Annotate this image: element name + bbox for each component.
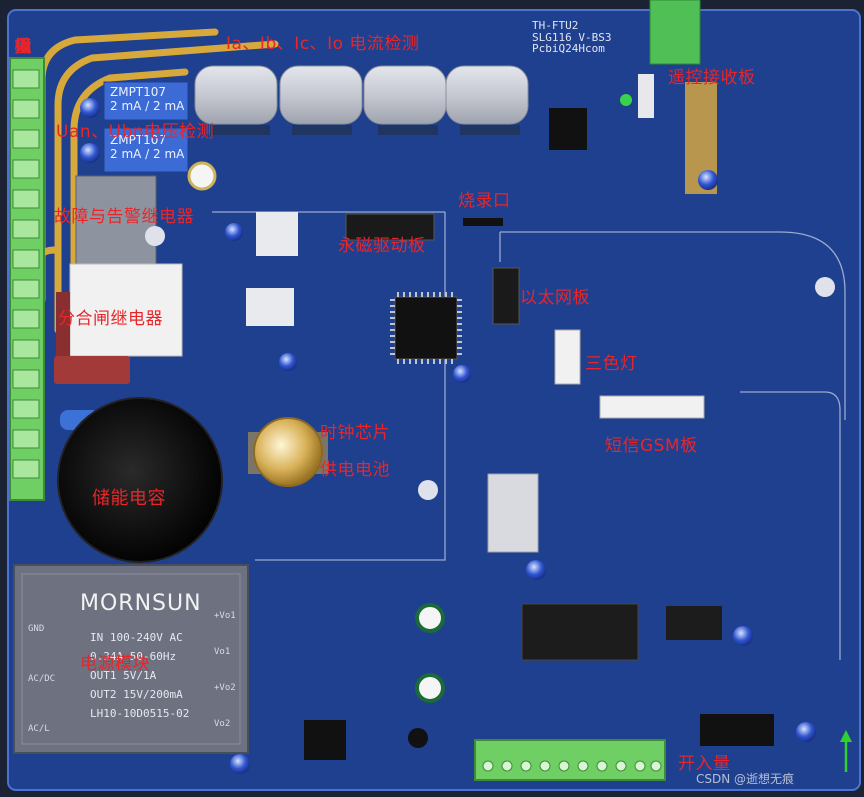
label-current-detect: Ia、Ib、Ic、Io 电流检测 (226, 34, 420, 54)
pin-label: Vo1 (214, 647, 231, 657)
mornsun-spec-line: LH10-10D0515-02 (90, 707, 190, 720)
ics (246, 108, 774, 760)
label-power-module: 电源模块 (80, 654, 150, 674)
label-program-port: 烧录口 (458, 191, 511, 211)
pin-label: +Vo2 (214, 683, 236, 693)
board-title-line: PcbiQ24Hcom (532, 42, 605, 56)
board-outline (7, 9, 861, 791)
relays (54, 175, 183, 384)
mornsun-spec-line: 0.34A 50-60Hz (90, 650, 177, 663)
label-voltage-detect: Uan、Ubn电压检测 (56, 122, 215, 142)
coin-cell (248, 417, 328, 487)
headers (345, 0, 717, 419)
green-arrow (840, 730, 852, 772)
label-fault-alarm-relay: 故障与告警继电器 (54, 207, 194, 227)
pin-label: AC/L (28, 724, 50, 734)
voltage-transformers (103, 81, 189, 173)
label-switch-input: 开入量 (678, 754, 731, 774)
power-module (13, 564, 249, 754)
label-remote-receiver: 遥控接收板 (668, 68, 756, 88)
pin-label: +Vo1 (214, 611, 236, 621)
analog-input-char: 模 (14, 37, 32, 57)
label-ethernet-board: 以太网板 (520, 288, 590, 308)
mornsun-pins-left: GND AC/DC AC/L (28, 604, 55, 754)
mornsun-spec-line: IN 100-240V AC (90, 631, 183, 644)
watermark: CSDN @逝想无痕 (696, 772, 795, 786)
mornsun-specs: IN 100-240V AC 0.34A 50-60Hz OUT1 5V/1A … (90, 628, 189, 723)
board-title-line: TH-FTU2 (532, 19, 579, 32)
mornsun-pins-right: +Vo1 Vo1 +Vo2 Vo2 (214, 598, 236, 742)
analog-input-terminal (9, 57, 45, 501)
board-title: TH-FTU2 SLG116 V-BS3 PcbiQ24Hcom (532, 20, 611, 55)
current-transformers (194, 65, 529, 135)
analog-input-char: 输 (14, 37, 32, 57)
label-sms-gsm-board: 短信GSM板 (605, 436, 698, 456)
zmpt-model: ZMPT107 (110, 85, 167, 99)
zmpt-label-1: ZMPT107 2 mA / 2 mA (110, 85, 185, 114)
zmpt-model: ZMPT107 (110, 133, 167, 147)
label-open-close-relay: 分合闸继电器 (58, 309, 163, 329)
mornsun-spec-line: OUT1 5V/1A (90, 669, 157, 682)
label-battery: 供电电池 (320, 460, 390, 480)
pin-label: GND (28, 624, 45, 634)
analog-input-char: 入 (14, 37, 32, 57)
pin-label: Vo2 (214, 719, 231, 729)
storage-capacitor (57, 397, 223, 563)
small-capacitors (80, 94, 835, 774)
analog-input-char: 拟 (14, 37, 32, 57)
label-tricolor-light: 三色灯 (585, 354, 638, 374)
zmpt-rating: 2 mA / 2 mA (110, 146, 185, 161)
label-clock-chip: 时钟芯片 (320, 423, 390, 443)
analog-input-char: 量 (14, 37, 32, 57)
pin-label: AC/DC (28, 674, 56, 684)
label-storage-capacitor: 储能电容 (92, 488, 166, 509)
board-title-line: SLG116 V-BS3 (532, 30, 612, 44)
mornsun-spec-line: OUT2 15V/200mA (90, 688, 183, 701)
zmpt-label-2: ZMPT107 2 mA / 2 mA (110, 133, 185, 162)
zmpt-rating: 2 mA / 2 mA (110, 98, 185, 113)
switch-input-terminal (474, 739, 666, 781)
label-magnet-driver: 永磁驱动板 (338, 236, 426, 256)
mornsun-brand: MORNSUN (80, 591, 202, 616)
